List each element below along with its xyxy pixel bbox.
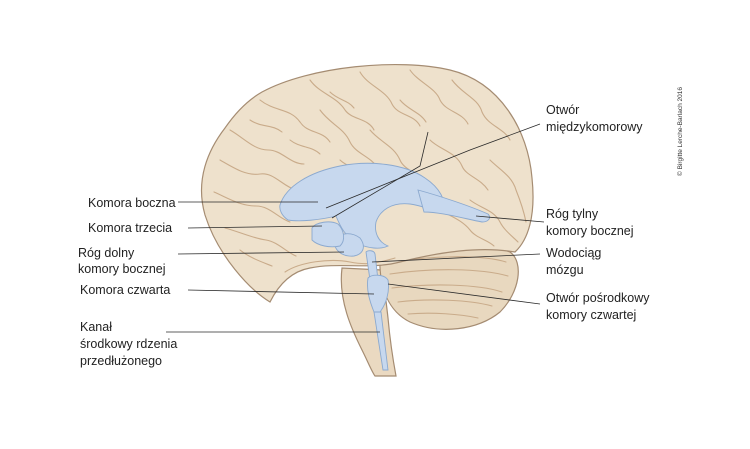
label-posterior-horn-line1: Róg tylny	[546, 207, 599, 221]
third-ventricle-shape	[311, 221, 345, 248]
leader-inferior-horn	[177, 251, 345, 255]
label-median-aperture-line1: Otwór pośrodkowy	[546, 291, 650, 305]
label-inferior-horn-line2: komory bocznej	[78, 262, 166, 276]
label-central-canal-line1: Kanał	[80, 320, 112, 334]
leader-posterior-horn	[475, 215, 545, 223]
fourth-ventricle-shape	[367, 274, 389, 313]
leader-fourth-ventricle	[187, 289, 375, 295]
left-labels: Komora boczna Komora trzecia Róg dolny k…	[78, 196, 177, 368]
label-aqueduct-line2: mózgu	[546, 263, 584, 277]
label-third-ventricle: Komora trzecia	[88, 221, 172, 235]
right-labels: Otwór międzykomorowy Róg tylny komory bo…	[546, 103, 650, 322]
leader-interventricular-foramen-2	[331, 131, 429, 219]
label-interventricular-foramen-line2: międzykomorowy	[546, 120, 643, 134]
leader-third-ventricle	[187, 225, 323, 229]
label-posterior-horn-line2: komory bocznej	[546, 224, 634, 238]
label-fourth-ventricle: Komora czwarta	[80, 283, 170, 297]
posterior-horn-shape	[417, 189, 491, 223]
leader-lines	[166, 123, 545, 333]
copyright-credit: © Birgitte Lerche-Barlach 2016	[676, 87, 684, 176]
lateral-ventricle-shape	[279, 162, 445, 249]
label-aqueduct-line1: Wodociąg	[546, 246, 601, 260]
ventricular-system	[279, 162, 491, 371]
label-central-canal-line3: przedłużonego	[80, 354, 162, 368]
label-interventricular-foramen-line1: Otwór	[546, 103, 579, 117]
label-median-aperture-line2: komory czwartej	[546, 308, 636, 322]
label-central-canal-line2: środkowy rdzenia	[80, 337, 177, 351]
central-canal-shape	[373, 311, 389, 371]
leader-median-aperture	[387, 283, 541, 305]
label-inferior-horn-line1: Róg dolny	[78, 246, 135, 260]
leader-interventricular-foramen	[325, 123, 541, 209]
label-lateral-ventricle: Komora boczna	[88, 196, 176, 210]
leader-aqueduct	[371, 253, 541, 263]
